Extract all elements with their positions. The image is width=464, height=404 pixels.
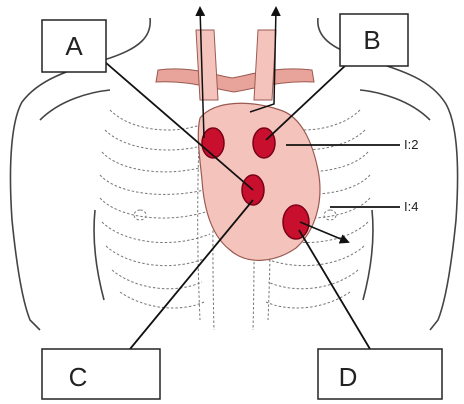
pulmonic-valve-marker [253,128,275,158]
annotation-i4: I:4 [404,199,418,214]
label-b: B [363,25,380,55]
pointer-line-d [299,230,370,349]
label-a: A [65,31,83,61]
label-d: D [339,362,358,392]
great-vessels [156,30,314,100]
annotation-i2: I:2 [404,137,418,152]
pointer-line-c [130,200,253,349]
label-box-d: D [318,349,442,399]
aortic-valve-marker [202,128,224,158]
label-box-a: A [42,20,106,72]
label-box-b: B [340,14,408,66]
mitral-valve-marker [283,205,309,239]
label-box-c: C [42,349,160,399]
label-c: C [69,362,88,392]
